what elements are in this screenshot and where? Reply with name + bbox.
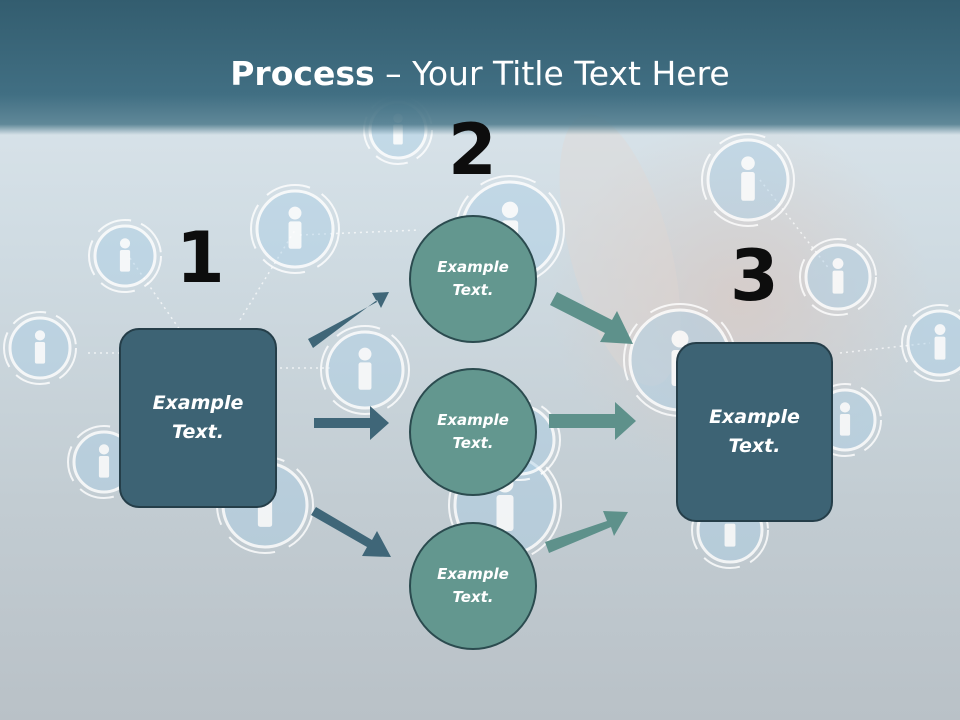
- step-number-2: 2: [448, 109, 497, 191]
- arrow-circle2-to-box3: [549, 402, 636, 440]
- network-person-node: [88, 219, 162, 293]
- step-number-1: 1: [176, 217, 225, 299]
- arrow-circle3-to-box3: [545, 511, 628, 553]
- process-box-right: Example Text.: [676, 342, 833, 522]
- process-circle-bottom-text: Example Text.: [437, 565, 509, 606]
- arrow-box1-to-circle1: [308, 292, 389, 348]
- network-person-node: [250, 184, 340, 274]
- step-number-3: 3: [730, 235, 779, 317]
- arrow-box1-to-circle3: [311, 507, 391, 557]
- process-circle-bottom: Example Text.: [409, 522, 537, 650]
- arrow-circle1-to-box3: [550, 292, 633, 344]
- process-circle-top: Example Text.: [409, 215, 537, 343]
- process-circle-middle-text: Example Text.: [437, 411, 509, 452]
- header-band: [0, 0, 960, 135]
- process-box-left-text: Example Text.: [152, 392, 244, 443]
- process-box-right-text: Example Text.: [709, 406, 800, 457]
- network-person-node: [320, 325, 410, 415]
- finger-silhouette: [559, 114, 681, 386]
- process-circle-top-text: Example Text.: [437, 258, 509, 299]
- title-bold: Process: [230, 54, 375, 93]
- hand-silhouette: [550, 120, 930, 480]
- slide-title: Process – Your Title Text Here: [0, 54, 960, 94]
- arrow-box1-to-circle2: [314, 406, 389, 440]
- network-person-node: [901, 304, 960, 382]
- process-circle-middle: Example Text.: [409, 368, 537, 496]
- process-box-left: Example Text.: [119, 328, 277, 508]
- network-person-node: [3, 311, 77, 385]
- network-person-node: [701, 133, 795, 227]
- title-rest: – Your Title Text Here: [374, 54, 730, 93]
- network-person-node: [799, 238, 877, 316]
